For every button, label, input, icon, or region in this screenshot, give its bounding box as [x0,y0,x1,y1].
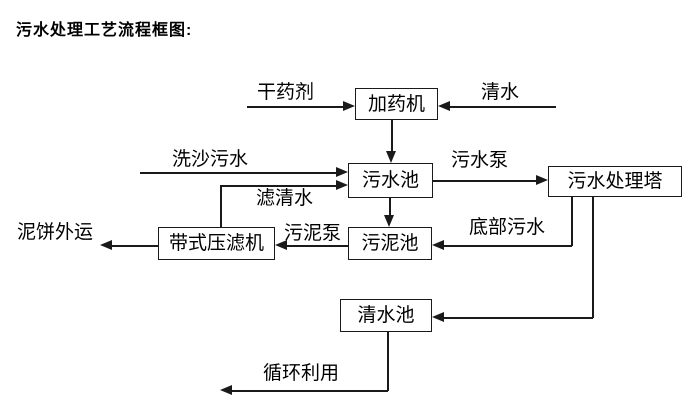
connector-sludge-pump-line [286,245,348,247]
connector-recycle-vline [387,332,389,391]
label-filtered-clean-water: 滤清水 [256,188,314,209]
connector-sewage-pump-line [433,180,537,182]
node-sludge-pool: 污泥池 [348,227,432,260]
connector-bottom-sewage-hline [444,245,572,247]
connector-clean-water-line [449,106,556,108]
connector-dosing-to-sewage-line [391,120,393,153]
arrowhead-dosing-to-sewage-icon [386,151,396,163]
node-treatment-tower: 污水处理塔 [548,166,682,197]
connector-filtered-water-vline [220,185,222,227]
arrowhead-filtered-water-icon [336,180,348,190]
node-clean-water-pool: 清水池 [340,299,432,332]
arrowhead-sludge-pump-icon [275,240,287,250]
connector-bottom-sewage-vline [571,197,573,246]
label-dry-agent: 干药剂 [257,82,315,103]
arrowhead-dry-agent-icon [343,101,355,111]
arrowhead-bottom-sewage-icon [432,240,444,250]
arrowhead-sewage-pump-icon [536,175,548,185]
connector-tower-to-clean-hline [444,317,593,319]
arrowhead-tower-to-clean-icon [432,312,444,322]
arrowhead-recycle-icon [220,385,232,395]
connector-sewage-to-sludge-line [389,198,391,216]
connector-mud-cake-line [111,245,158,247]
node-belt-filter-press: 带式压滤机 [158,227,275,260]
label-clean-water: 清水 [481,82,520,103]
arrowhead-mud-cake-icon [100,240,112,250]
connector-tower-to-clean-vline [592,197,594,318]
page-title: 污水处理工艺流程框图: [16,22,193,39]
label-sludge-pump: 污泥泵 [284,223,342,244]
label-sewage-pump: 污水泵 [451,150,509,171]
label-mud-cake-transport: 泥饼外运 [17,222,94,243]
node-dosing-machine: 加药机 [355,88,438,120]
connector-sand-wash-line [140,172,338,174]
label-recycling-use: 循环利用 [263,363,340,384]
label-sand-washing-sewage: 洗沙污水 [172,149,249,170]
arrowhead-sewage-to-sludge-icon [384,215,394,227]
arrowhead-clean-water-icon [438,101,450,111]
label-bottom-sewage: 底部污水 [469,217,546,238]
arrowhead-sand-wash-icon [336,167,348,177]
connector-filtered-water-hline [220,185,338,187]
connector-dry-agent-line [247,106,347,108]
node-sewage-pool: 污水池 [348,163,433,198]
connector-recycle-hline [231,390,388,392]
